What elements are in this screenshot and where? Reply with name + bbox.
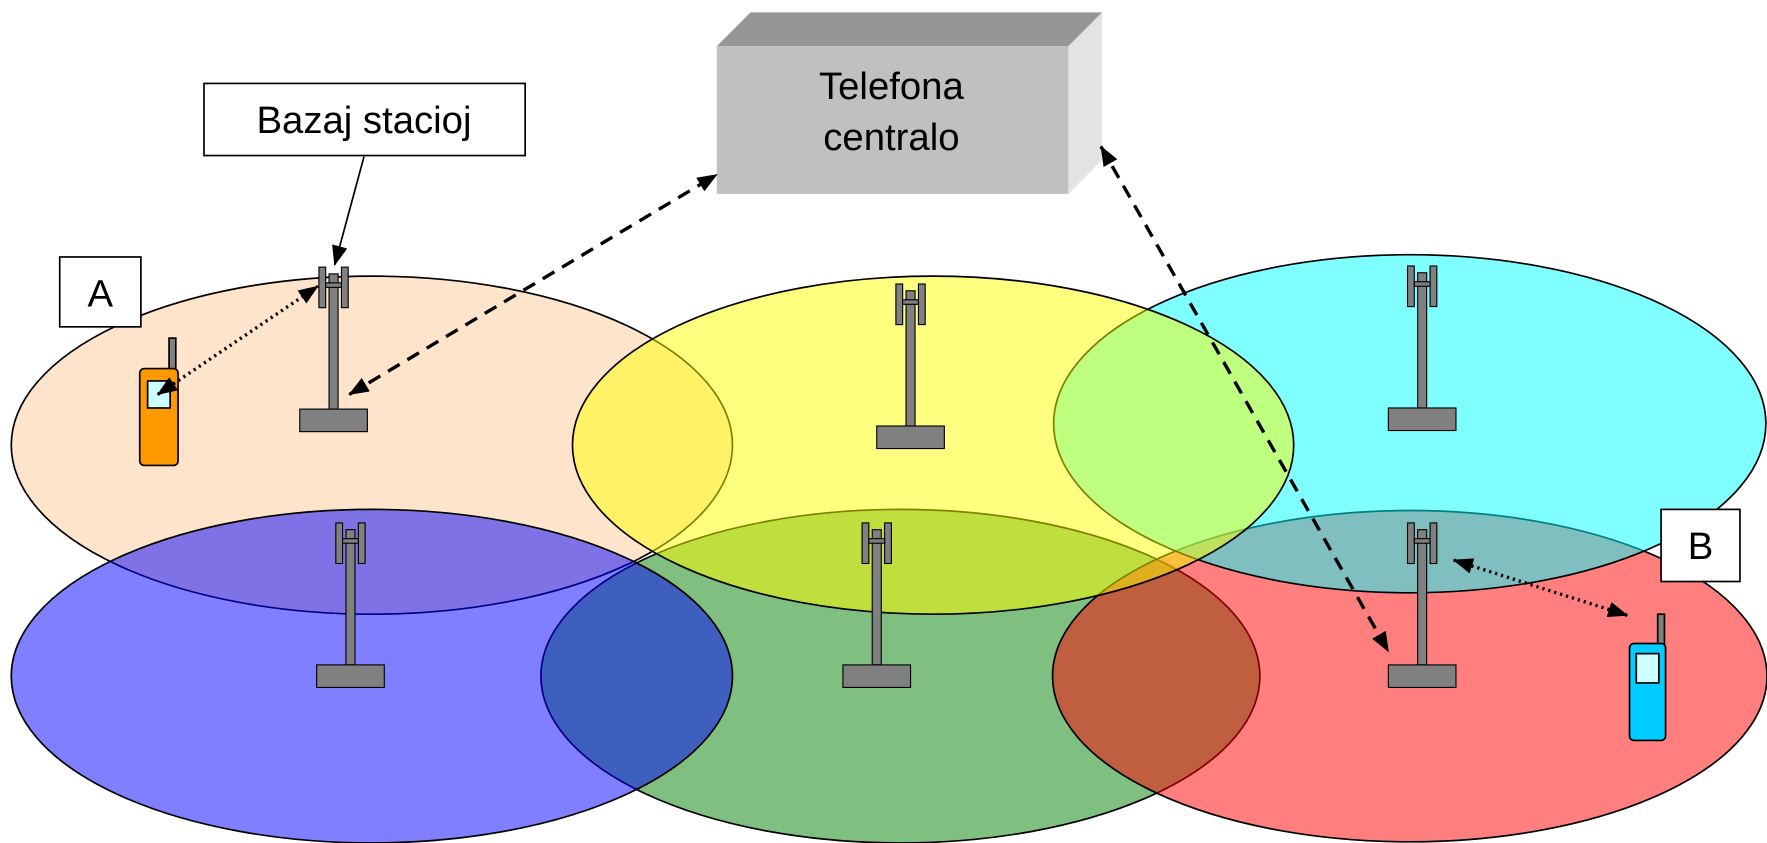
trunk-link-arrow-b <box>1099 145 1390 653</box>
tower-mast <box>905 290 916 427</box>
tower-antenna-right <box>340 266 349 309</box>
point-a-label: A <box>58 256 142 328</box>
tower-antenna-right <box>884 522 892 565</box>
tower-antenna-left <box>895 283 904 326</box>
exchange-label-line-2: centralo <box>823 116 959 159</box>
point-b-label: B <box>1660 508 1741 583</box>
exchange-label-line-1: Telefona <box>819 65 964 108</box>
point-b-label-box <box>1660 508 1741 583</box>
phone-antenna <box>168 337 177 371</box>
tower-icon <box>299 266 368 433</box>
tower-icon <box>1387 265 1457 432</box>
tower-antenna-left <box>318 266 327 309</box>
tower-mast <box>1417 272 1428 409</box>
phone-antenna <box>1656 613 1666 647</box>
tower-antenna-left <box>1406 265 1415 308</box>
base-stations-callout-arrow <box>332 156 365 266</box>
tower-crossbar <box>868 538 886 544</box>
tower-icon <box>1387 522 1457 689</box>
tower-mast <box>345 529 356 666</box>
tower-antenna-left <box>1406 522 1415 565</box>
tower-mast <box>1417 529 1428 666</box>
tower-antenna-right <box>357 522 366 565</box>
phone-screen <box>1635 652 1660 684</box>
tower-base <box>1387 407 1457 432</box>
tower-antenna-left <box>861 522 870 565</box>
point-a-label-text: A <box>88 273 114 316</box>
tower-antenna-right <box>1429 265 1438 308</box>
point-a-label-box <box>58 256 142 328</box>
tower-mast <box>871 529 882 666</box>
base-stations-label-text: Bazaj stacioj <box>256 99 471 142</box>
tower-crossbar <box>342 538 359 544</box>
tower-base <box>842 664 912 689</box>
tower-antenna-right <box>1429 522 1438 565</box>
tower-base <box>1387 664 1457 689</box>
tower-crossbar <box>1413 281 1431 287</box>
exchange-box-front <box>716 46 1069 194</box>
base-stations-label: Bazaj stacioj <box>203 82 526 157</box>
base-stations-label-box <box>203 82 526 157</box>
exchange-box-icon: Telefona centralo <box>716 12 1103 194</box>
point-b-label-text: B <box>1688 525 1714 568</box>
exchange-box-top <box>716 12 1103 47</box>
tower-crossbar <box>902 299 919 305</box>
tower-base <box>299 408 368 433</box>
tower-antenna-right <box>917 283 926 326</box>
exchange-box-side <box>1068 12 1103 194</box>
tower-mast <box>328 273 339 410</box>
tower-icon <box>316 522 385 689</box>
tower-icon <box>876 283 945 450</box>
tower-icon <box>842 522 912 689</box>
tower-crossbar <box>325 282 343 288</box>
radio-link-arrow-a <box>156 284 319 396</box>
tower-crossbar <box>1413 538 1431 544</box>
tower-base <box>876 425 945 450</box>
trunk-link-arrow-a <box>348 173 718 396</box>
tower-base <box>316 664 385 689</box>
phone-icon <box>1628 613 1667 742</box>
tower-antenna-left <box>335 522 344 565</box>
